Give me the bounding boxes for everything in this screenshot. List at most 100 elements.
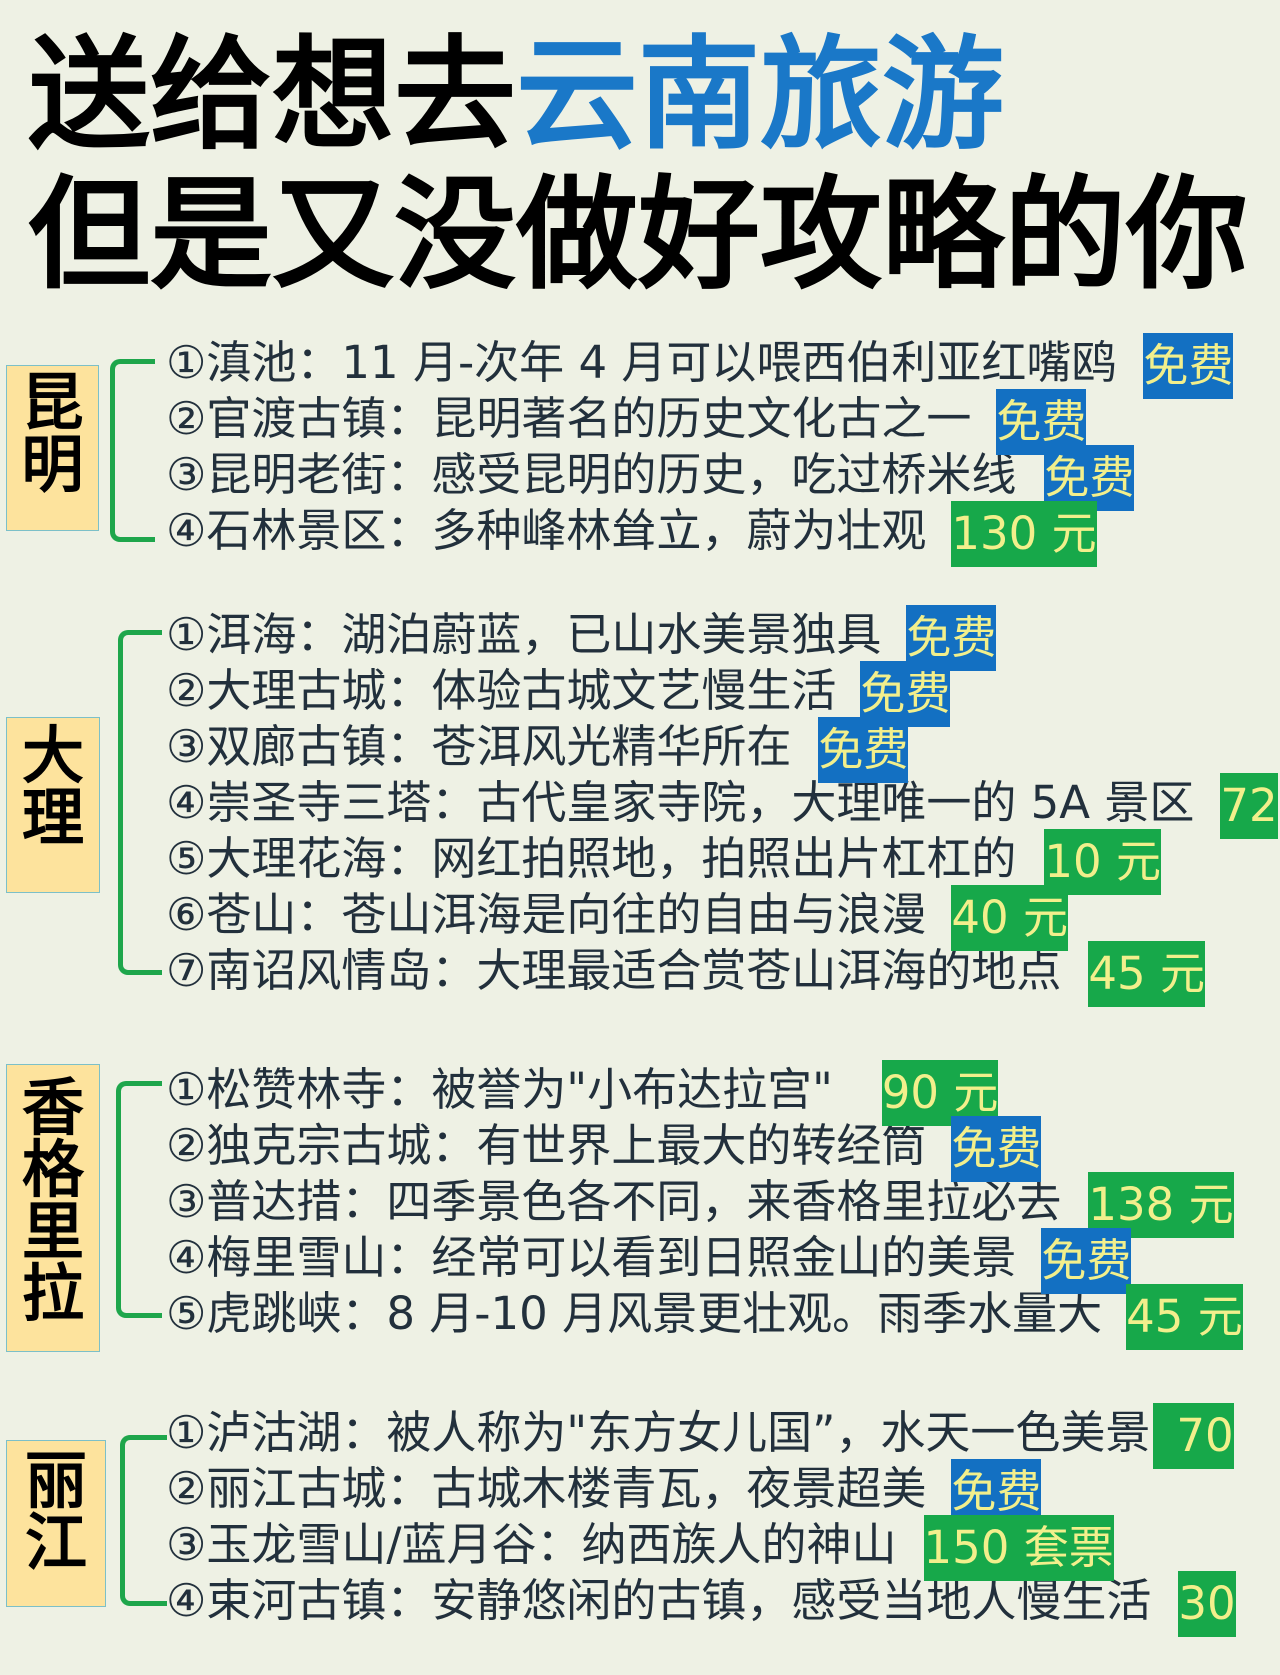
item-index: ② [166, 1119, 207, 1172]
city-label-box: 香格里拉 [6, 1064, 100, 1352]
item-name: 崇圣寺三塔 [206, 776, 432, 829]
item-description: 8 月-10 月风景更壮观。雨季水量大 [386, 1287, 1103, 1340]
list-item: ③普达措：四季景色各不同，来香格里拉必去 138 元 [166, 1172, 1243, 1238]
item-index: ④ [166, 504, 207, 557]
bracket-connector [120, 1435, 167, 1606]
price-badge: 70 [1153, 1403, 1234, 1469]
attraction-text: ⑥苍山：苍山洱海是向往的自由与浪漫 [166, 887, 926, 943]
title-prefix: 送给想去 [28, 24, 516, 166]
item-separator: ： [431, 944, 477, 997]
item-name: 双廊古镇 [206, 720, 387, 773]
price-badge: 免费 [860, 661, 951, 727]
item-name: 虎跳峡 [206, 1287, 342, 1340]
item-index: ① [166, 1406, 207, 1459]
attraction-text: ④束河古镇：安静悠闲的古镇，感受当地人慢生活 [166, 1573, 1151, 1629]
item-separator: ： [341, 1406, 387, 1459]
attraction-text: ①泸沽湖：被人称为"东方女儿国”，水天一色美景 [166, 1405, 1150, 1461]
list-item: ④石林景区：多种峰林耸立，蔚为壮观 130 元 [166, 501, 1233, 567]
title-highlight: 云南旅游 [516, 24, 1004, 166]
price-badge: 免费 [951, 1459, 1042, 1525]
attraction-text: ③昆明老街：感受昆明的历史，吃过桥米线 [166, 447, 1016, 503]
item-index: ③ [166, 1175, 207, 1228]
item-description: 感受昆明的历史，吃过桥米线 [431, 448, 1017, 501]
page-title-line-2: 但是又没做好攻略的你 [28, 164, 1248, 306]
attraction-text: ③玉龙雪山/蓝月谷：纳西族人的神山 [166, 1517, 897, 1573]
attraction-text: ②官渡古镇：昆明著名的历史文化古之一 [166, 391, 971, 447]
attraction-text: ②独克宗古城：有世界上最大的转经筒 [166, 1118, 926, 1174]
item-index: ⑦ [166, 944, 207, 997]
item-index: ③ [166, 720, 207, 773]
list-item: ④崇圣寺三塔：古代皇家寺院，大理唯一的 5A 景区 72 [166, 773, 1278, 839]
list-item: ③玉龙雪山/蓝月谷：纳西族人的神山 150 套票 [166, 1515, 1236, 1581]
price-badge: 免费 [1143, 333, 1234, 399]
attraction-list: ①滇池：11 月-次年 4 月可以喂西伯利亚红嘴鸥 免费 ②官渡古镇：昆明著名的… [166, 333, 1234, 567]
list-item: ④梅里雪山：经常可以看到日照金山的美景 免费 [166, 1228, 1243, 1294]
item-separator: ： [536, 1518, 582, 1571]
price-badge: 30 [1178, 1571, 1236, 1637]
attraction-text: ①滇池：11 月-次年 4 月可以喂西伯利亚红嘴鸥 [166, 335, 1116, 391]
item-name: 梅里雪山 [206, 1231, 387, 1284]
list-item: ②大理古城：体验古城文艺慢生活 免费 [166, 661, 1278, 727]
attraction-text: ③普达措：四季景色各不同，来香格里拉必去 [166, 1174, 1061, 1230]
price-badge: 免费 [906, 605, 997, 671]
list-item: ⑤虎跳峡：8 月-10 月风景更壮观。雨季水量大 45 元 [166, 1284, 1243, 1350]
bracket-connector [110, 359, 155, 542]
attraction-text: ③双廊古镇：苍洱风光精华所在 [166, 719, 791, 775]
list-item: ②独克宗古城：有世界上最大的转经筒 免费 [166, 1116, 1243, 1182]
list-item: ①滇池：11 月-次年 4 月可以喂西伯利亚红嘴鸥 免费 [166, 333, 1234, 399]
attraction-text: ②大理古城：体验古城文艺慢生活 [166, 663, 836, 719]
bracket-connector [118, 630, 162, 975]
list-item: ②官渡古镇：昆明著名的历史文化古之一 免费 [166, 389, 1233, 455]
item-description: 四季景色各不同，来香格里拉必去 [386, 1175, 1062, 1228]
item-description: 古城木楼青瓦，夜景超美 [431, 1462, 927, 1515]
attraction-text: ④崇圣寺三塔：古代皇家寺院，大理唯一的 5A 景区 [166, 775, 1194, 831]
list-item: ②丽江古城：古城木楼青瓦，夜景超美 免费 [166, 1459, 1236, 1525]
item-description: 昆明著名的历史文化古之一 [431, 392, 972, 445]
item-separator: ： [431, 1119, 477, 1172]
item-description: 苍山洱海是向往的自由与浪漫 [341, 888, 927, 941]
item-index: ① [166, 336, 207, 389]
list-item: ①松赞林寺：被誉为"小布达拉宫" 90 元 [166, 1060, 1243, 1126]
attraction-text: ④梅里雪山：经常可以看到日照金山的美景 [166, 1230, 1016, 1286]
bracket-connector [116, 1081, 162, 1318]
item-description: 有世界上最大的转经筒 [476, 1119, 927, 1172]
attraction-text: ①洱海：湖泊蔚蓝，已山水美景独具 [166, 607, 881, 663]
item-separator: ： [296, 608, 342, 661]
item-description: 体验古城文艺慢生活 [431, 664, 837, 717]
item-separator: ： [386, 664, 432, 717]
price-badge: 免费 [1041, 1228, 1132, 1294]
item-separator: ： [386, 1574, 432, 1627]
price-badge: 138 元 [1088, 1172, 1234, 1238]
item-description: 被人称为"东方女儿国”，水天一色美景 [386, 1406, 1151, 1459]
item-separator: ： [386, 504, 432, 557]
item-separator: ： [386, 832, 432, 885]
price-badge: 免费 [996, 389, 1087, 455]
city-label-box: 大理 [6, 717, 100, 893]
attraction-list: ①松赞林寺：被誉为"小布达拉宫" 90 元 ②独克宗古城：有世界上最大的转经筒 … [166, 1060, 1243, 1350]
item-index: ⑥ [166, 888, 207, 941]
price-badge: 免费 [818, 717, 909, 783]
list-item: ③昆明老街：感受昆明的历史，吃过桥米线 免费 [166, 445, 1233, 511]
price-badge: 130 元 [951, 501, 1097, 567]
item-name: 南诏风情岛 [206, 944, 432, 997]
item-separator: ： [386, 392, 432, 445]
item-description: 纳西族人的神山 [581, 1518, 897, 1571]
city-label: 香格里拉 [22, 1071, 85, 1330]
attraction-list: ①洱海：湖泊蔚蓝，已山水美景独具 免费 ②大理古城：体验古城文艺慢生活 免费 ③… [166, 605, 1278, 1007]
item-separator: ： [386, 1231, 432, 1284]
item-name: 洱海 [206, 608, 297, 661]
item-name: 官渡古镇 [206, 392, 387, 445]
item-index: ② [166, 664, 207, 717]
price-badge: 免费 [951, 1116, 1042, 1182]
item-index: ④ [166, 1574, 207, 1627]
item-description: 11 月-次年 4 月可以喂西伯利亚红嘴鸥 [341, 336, 1117, 389]
price-badge: 90 元 [881, 1060, 999, 1126]
item-index: ④ [166, 1231, 207, 1284]
price-badge: 免费 [1044, 445, 1135, 511]
item-index: ④ [166, 776, 207, 829]
item-index: ② [166, 1462, 207, 1515]
item-name: 泸沽湖 [206, 1406, 342, 1459]
city-label-box: 昆明 [6, 365, 99, 531]
item-separator: ： [296, 888, 342, 941]
attraction-text: ②丽江古城：古城木楼青瓦，夜景超美 [166, 1461, 926, 1517]
